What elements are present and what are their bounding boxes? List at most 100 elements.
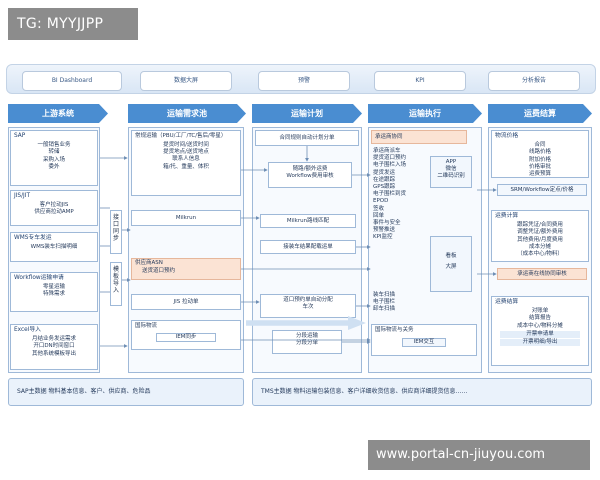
tab-analysis-report[interactable]: 分析报告 bbox=[488, 71, 580, 91]
interface-sync-label: 接口同步 bbox=[110, 210, 122, 254]
exec-step: 签收 bbox=[373, 205, 385, 212]
receive-load-label: 接装车结果配载运单 bbox=[283, 244, 333, 250]
tab-kpi[interactable]: KPI bbox=[374, 71, 466, 91]
exec-step: 电子围栏入场 bbox=[373, 162, 407, 169]
sap-box: SAP 一般销售业务 转储 采购入场 委外 bbox=[10, 130, 98, 186]
sap-line: 转储 bbox=[48, 149, 60, 156]
supplier-asn-box: 供应商ASN 送货道口预约 bbox=[131, 258, 241, 280]
iem-interaction: IEM交互 bbox=[402, 338, 446, 348]
milkrun-route-box: Milkrun路线匹配 bbox=[260, 214, 356, 228]
jis-title: JIS/JIT bbox=[14, 193, 31, 199]
app-wechat-box: APP 微信 二维码识别 bbox=[430, 156, 472, 188]
calc-line: 成本分摊 bbox=[528, 243, 551, 250]
exec-step: 事件与安全 bbox=[373, 220, 401, 227]
price-line: 运费预算 bbox=[528, 171, 551, 178]
asn-title: 供应商ASN bbox=[135, 260, 163, 266]
carrier-confirm-box: 承运商在线协同审核 bbox=[497, 268, 587, 280]
receive-load-box: 接装车结果配载运单 bbox=[260, 240, 356, 254]
jis-pull-box: JIS 拉动单 bbox=[131, 294, 241, 310]
phase-plan: 运输计划 bbox=[252, 104, 362, 123]
phase-settlement: 运费结算 bbox=[488, 104, 592, 123]
freight-settle-box: 运费结算 对账单 结算报告 成本中心/物料分摊 开票申请单 开票明细/导出 bbox=[491, 296, 589, 366]
scan-steps: 装车扫描 电子围栏 卸车扫描 bbox=[371, 292, 427, 316]
excel-line: 开口DN时间窗口 bbox=[33, 343, 75, 350]
exec-step: GPS跟踪 bbox=[373, 184, 396, 191]
calc-line: （成本中心/物料） bbox=[517, 251, 563, 258]
exec-step: 回单 bbox=[373, 212, 385, 219]
srm-label: SRM/Workflow定点/价格 bbox=[510, 187, 574, 193]
dashboard-screen-box: 看板 大屏 bbox=[430, 236, 472, 292]
exec-step: EPOD bbox=[373, 198, 389, 205]
app-label: APP bbox=[445, 159, 457, 165]
jis-line: 客户拉动JIS bbox=[39, 202, 69, 209]
contract-rule-box: 合同规则自动计划分单 bbox=[255, 130, 359, 146]
routine-line: 提货时间/送货时间 bbox=[163, 142, 209, 148]
settle-line: 对账单 bbox=[531, 308, 549, 315]
iem-sync: IEM同步 bbox=[156, 333, 216, 343]
workflow-line: 零星运输 bbox=[42, 284, 65, 291]
carrier-collab-label: 承运商协同 bbox=[375, 134, 403, 140]
intl-title: 国际物流 bbox=[135, 323, 158, 329]
freight-calc-box: 运费计算 跟踪凭证/合同费用 调整凭证/额外费用 其他费用/月度费用 成本分摊 … bbox=[491, 210, 589, 262]
jis-pull-label: JIS 拉动单 bbox=[173, 299, 199, 305]
calc-line: 跟踪凭证/合同费用 bbox=[517, 222, 563, 229]
route-fee-box: 随路/额外运费 Workflow费用审核 bbox=[268, 162, 352, 188]
settle-line: 结算报告 bbox=[528, 315, 551, 322]
contract-rule-label: 合同规则自动计划分单 bbox=[279, 135, 335, 141]
segment-line: 分段运输 bbox=[295, 333, 318, 339]
srm-box: SRM/Workflow定点/价格 bbox=[497, 184, 587, 196]
settle-title: 运费结算 bbox=[495, 299, 519, 305]
exec-step: 提货发运 bbox=[373, 169, 396, 176]
excel-line: 其他系统模板导出 bbox=[31, 350, 76, 357]
tab-data-screen[interactable]: 数据大屏 bbox=[140, 71, 232, 91]
dock-line: 车次 bbox=[302, 304, 314, 311]
board-label: 看板 bbox=[445, 253, 457, 259]
dock-line: 道口预约单自动分配 bbox=[283, 297, 333, 303]
routine-transport-box: 常规运输（PBU/工厂/TC/售后/零星） 提货时间/送货时间 提货地点/送货地… bbox=[131, 130, 241, 196]
logistics-price-box: 物流价格 合同 线路价格 附加价格 价格审批 运费预算 bbox=[491, 130, 589, 178]
milkrun-route-label: Milkrun路线匹配 bbox=[286, 218, 330, 224]
routine-line: 提货地点/送货地点 bbox=[163, 149, 209, 156]
dock-allocation-box: 道口预约单自动分配 车次 bbox=[260, 294, 356, 318]
workflow-title: Workflow运输申请 bbox=[14, 275, 64, 281]
sap-line: 一般销售业务 bbox=[37, 142, 71, 149]
execution-steps: 承运商派车 提货道口预约 电子围栏入场 提货发运 在途跟踪 GPS跟踪 电子围栏… bbox=[371, 148, 427, 288]
exec-step: 承运商派车 bbox=[373, 148, 401, 154]
sap-title: SAP bbox=[14, 133, 26, 139]
workflow-line: 特殊需求 bbox=[42, 291, 65, 298]
sap-line: 委外 bbox=[48, 163, 60, 170]
segment-box: 分段运输 分段分单 bbox=[272, 330, 342, 354]
tab-alert[interactable]: 预警 bbox=[258, 71, 350, 91]
calc-line: 其他费用/月度费用 bbox=[517, 236, 563, 243]
exec-step: 在途跟踪 bbox=[373, 176, 396, 183]
asn-line: 送货道口预约 bbox=[142, 268, 176, 275]
calc-title: 运费计算 bbox=[495, 213, 519, 219]
wms-title: WMS专车发运 bbox=[14, 235, 52, 241]
exec-step: 提货道口预约 bbox=[373, 155, 407, 162]
excel-box: Excel导入 月结业务发运需求 开口DN时间窗口 其他系统模板导出 bbox=[10, 324, 98, 370]
routine-line: 箱/托、重量、体积 bbox=[163, 163, 209, 170]
jis-line: 供应商拉动AMP bbox=[34, 209, 74, 216]
scan-step: 卸车扫描 bbox=[373, 306, 396, 313]
watermark-bottom: www.portal-cn-jiuyou.com bbox=[368, 440, 590, 470]
excel-title: Excel导入 bbox=[14, 327, 41, 333]
milkrun-box: Milkrun bbox=[131, 210, 241, 226]
route-fee-line: 随路/额外运费 bbox=[292, 166, 328, 172]
template-import-label: 模板导入 bbox=[110, 262, 122, 306]
intl-logistics-box: 国际物流 IEM同步 bbox=[131, 320, 241, 350]
excel-line: 月结业务发运需求 bbox=[31, 336, 76, 343]
carrier-collab-box: 承运商协同 bbox=[371, 130, 467, 144]
phase-upstream: 上游系统 bbox=[8, 104, 108, 123]
carrier-confirm-label: 承运商在线协同审核 bbox=[517, 271, 567, 277]
calc-line: 调整凭证/额外费用 bbox=[517, 229, 563, 236]
segment-line: 分段分单 bbox=[295, 340, 318, 347]
exec-step: 电子围栏到货 bbox=[373, 191, 407, 198]
tab-bi-dashboard[interactable]: BI Dashboard bbox=[22, 71, 122, 91]
price-line: 价格审批 bbox=[528, 163, 551, 170]
price-line: 附加价格 bbox=[528, 156, 551, 163]
qrcode-label: 二维码识别 bbox=[437, 173, 465, 180]
phase-execution: 运输执行 bbox=[368, 104, 482, 123]
scan-step: 电子围栏 bbox=[373, 299, 396, 306]
routine-title: 常规运输（PBU/工厂/TC/售后/零星） bbox=[135, 133, 227, 139]
